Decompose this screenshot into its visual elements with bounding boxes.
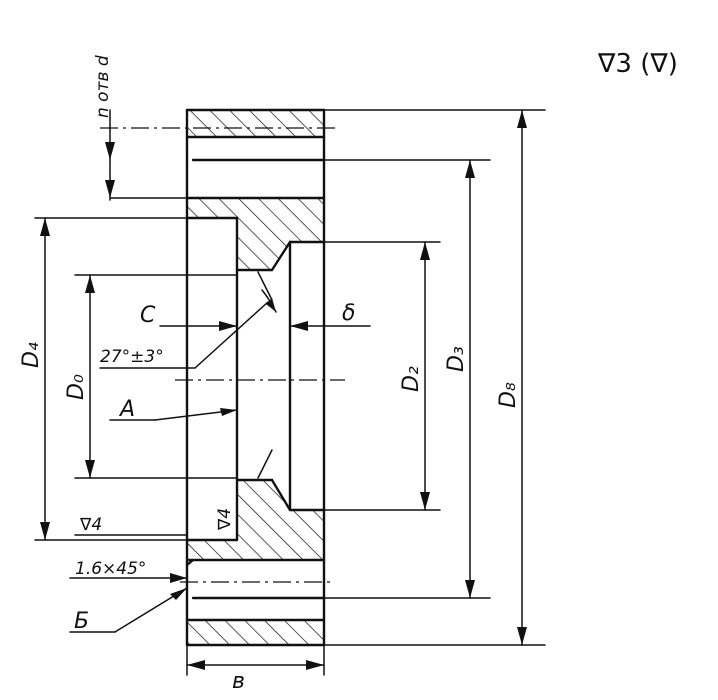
dim-delta-label: δ (342, 301, 355, 326)
dim-D2-label: D₂ (399, 366, 424, 392)
finish-face-label: ∇4 (215, 508, 235, 531)
dim-C-label: C (140, 303, 156, 328)
dimension-lines (40, 109, 527, 670)
surface-B-label: Б (74, 609, 89, 634)
center-lines (100, 127, 345, 583)
dim-D4-label: D₄ (19, 342, 44, 368)
labels: n отв d ∇3 (∇) D₄ D₀ D₂ D₃ D₈ C δ 27°±3°… (19, 49, 678, 694)
surface-A-label: A (118, 397, 135, 422)
holes-label: n отв d (93, 55, 113, 118)
section-hatching (187, 110, 324, 645)
finish-bore-label: ∇4 (79, 515, 102, 535)
width-label: в (232, 669, 245, 694)
hatch-lower-hub (187, 480, 324, 560)
angle-label: 27°±3° (100, 347, 164, 367)
hatch-bottom-rim (187, 620, 324, 645)
dim-D3-label: D₃ (444, 346, 469, 372)
dim-D8-label: D₈ (496, 382, 521, 408)
part-outline (185, 108, 326, 647)
hatch-top-rim (187, 110, 324, 137)
chamfer-label: 1.6×45° (75, 559, 146, 579)
extension-lines (34, 109, 546, 676)
dim-D0-label: D₀ (64, 374, 89, 400)
surface-finish-general-label: ∇3 (∇) (597, 49, 678, 79)
hatch-upper-hub (187, 198, 324, 270)
